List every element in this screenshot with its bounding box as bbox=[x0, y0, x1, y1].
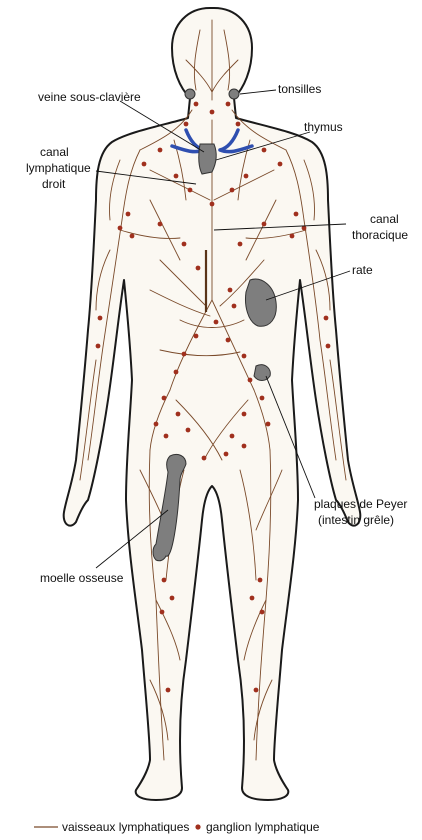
tonsil-left bbox=[185, 89, 195, 99]
label-plaques-de-peyer-line1: plaques de Peyer bbox=[314, 497, 407, 511]
label-plaques-de-peyer-line2: (intestin grêle) bbox=[318, 513, 394, 527]
label-moelle-osseuse: moelle osseuse bbox=[40, 571, 124, 585]
label-rate: rate bbox=[352, 263, 373, 277]
peyer-patches bbox=[254, 365, 270, 381]
label-canal-lymphatique-droit-line2: lymphatique bbox=[26, 161, 91, 175]
label-canal-thoracique-line2: thoracique bbox=[352, 228, 408, 242]
legend-nodes-label: ganglion lymphatique bbox=[206, 820, 320, 834]
label-canal-lymphatique-droit-line1: canal bbox=[40, 145, 69, 159]
label-canal-thoracique-line1: canal bbox=[370, 212, 399, 226]
legend: vaisseaux lymphatiques ganglion lymphati… bbox=[34, 820, 320, 834]
label-veine-sous-claviere: veine sous-clavière bbox=[38, 90, 141, 104]
label-thymus: thymus bbox=[304, 120, 343, 134]
thymus bbox=[199, 144, 216, 174]
tonsil-right bbox=[229, 89, 239, 99]
label-canal-lymphatique-droit-line3: droit bbox=[42, 177, 66, 191]
legend-node-swatch bbox=[195, 824, 200, 829]
label-tonsilles: tonsilles bbox=[278, 82, 321, 96]
legend-vessels-label: vaisseaux lymphatiques bbox=[62, 820, 189, 834]
